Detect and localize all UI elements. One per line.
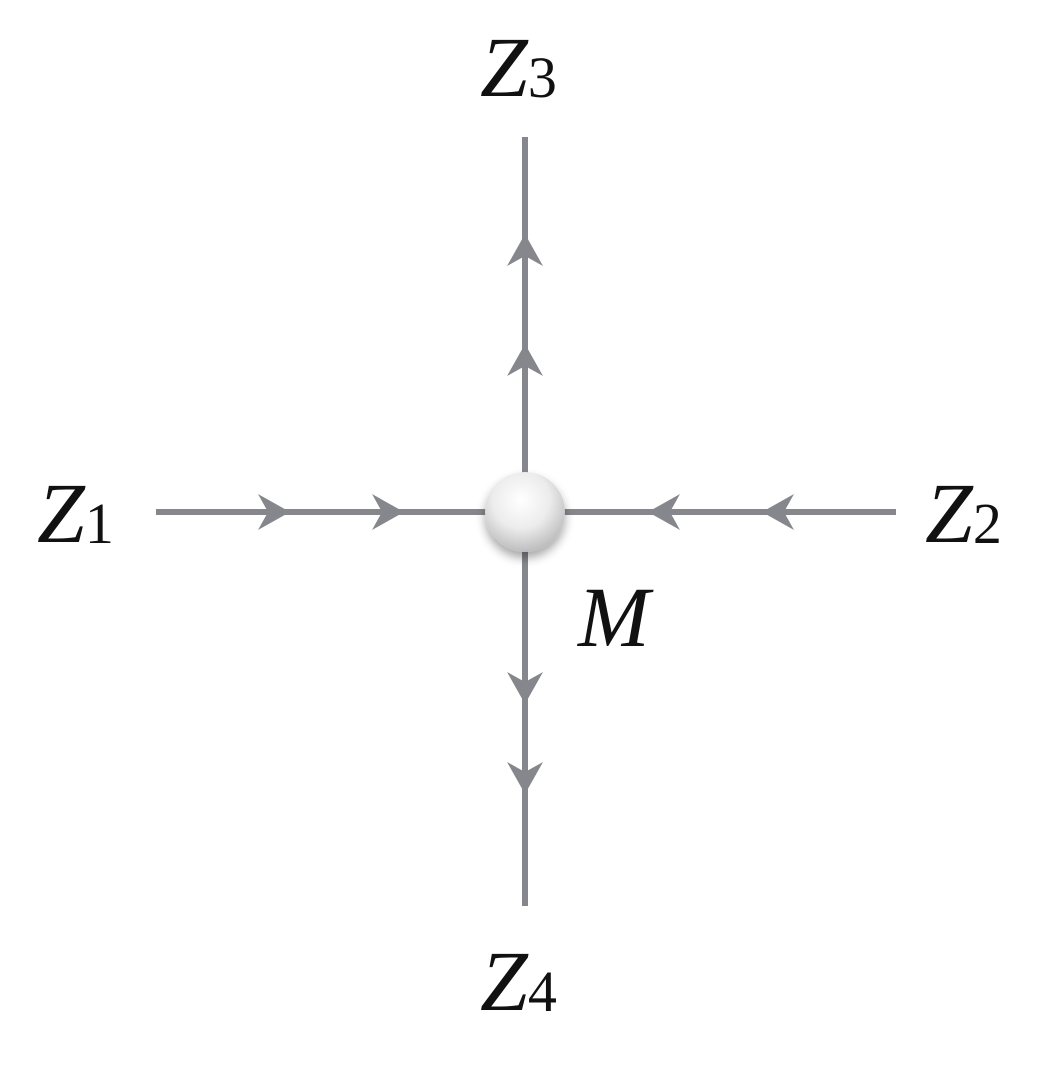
node-label-z4: Z4 — [480, 938, 557, 1024]
arrow-head-z1-m-1 — [258, 494, 290, 530]
node-label-z1: Z1 — [37, 470, 114, 556]
node-subscript: 2 — [972, 491, 1002, 557]
node-symbol: Z — [480, 19, 528, 115]
center-label-m: M — [578, 574, 650, 660]
node-symbol: Z — [480, 933, 528, 1029]
node-subscript: 1 — [84, 491, 114, 557]
arrow-head-z2-m-1 — [648, 494, 680, 530]
arrow-head-m-z3-2 — [507, 344, 543, 376]
arrow-head-m-z3-1 — [507, 234, 543, 266]
node-symbol: Z — [37, 465, 85, 561]
arrow-head-z2-m-2 — [762, 494, 794, 530]
arrow-head-m-z4-2 — [507, 762, 543, 794]
node-subscript: 3 — [527, 45, 557, 111]
node-label-z2: Z2 — [925, 470, 1002, 556]
center-symbol: M — [578, 569, 650, 665]
node-subscript: 4 — [527, 959, 557, 1025]
arrow-head-z1-m-2 — [372, 494, 404, 530]
node-symbol: Z — [925, 465, 973, 561]
arrow-head-m-z4-1 — [507, 672, 543, 704]
center-node-m — [485, 472, 565, 552]
node-label-z3: Z3 — [480, 24, 557, 110]
